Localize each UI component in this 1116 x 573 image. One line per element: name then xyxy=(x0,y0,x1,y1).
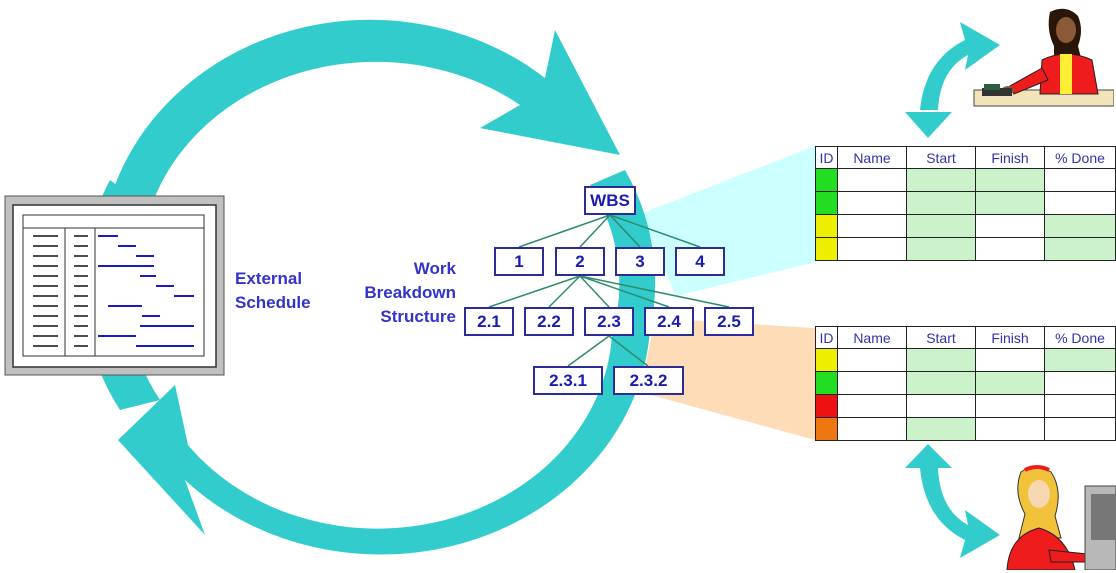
col-start-header: Start xyxy=(906,146,976,169)
col-done-header: % Done xyxy=(1044,146,1116,169)
external-schedule-line1: External xyxy=(235,269,303,288)
wbs-node-2-5: 2.5 xyxy=(704,307,754,336)
status-cell xyxy=(815,394,838,418)
status-cell xyxy=(815,191,838,215)
col-done-header: % Done xyxy=(1044,326,1116,349)
wbs-node-2-3-2: 2.3.2 xyxy=(613,366,684,395)
col-id-header: ID xyxy=(815,326,838,349)
name-cell xyxy=(837,394,907,418)
bottom-table-row xyxy=(815,348,1116,372)
status-cell xyxy=(815,168,838,192)
name-cell xyxy=(837,214,907,238)
top-table-header-row: ID Name Start Finish % Done xyxy=(815,146,1116,169)
bottom-double-arrow-icon xyxy=(905,444,1000,558)
col-id-header: ID xyxy=(815,146,838,169)
done-cell xyxy=(1044,237,1116,261)
start-cell xyxy=(906,394,976,418)
done-cell xyxy=(1044,168,1116,192)
top-table-row xyxy=(815,191,1116,215)
start-cell xyxy=(906,371,976,395)
wbs-node-2-3: 2.3 xyxy=(584,307,634,336)
bottom-table-body xyxy=(815,348,1116,441)
col-name-header: Name xyxy=(837,326,907,349)
bottom-table-header-row: ID Name Start Finish % Done xyxy=(815,326,1116,349)
finish-cell xyxy=(975,214,1045,238)
start-cell xyxy=(906,348,976,372)
bottom-table-row xyxy=(815,394,1116,418)
status-cell xyxy=(815,371,838,395)
wbs-node-1: 1 xyxy=(494,247,544,276)
wbs-label-line2: Breakdown xyxy=(364,283,456,302)
bottom-table-wedge xyxy=(640,318,815,440)
external-schedule-label: External Schedule xyxy=(235,267,311,315)
top-task-table: ID Name Start Finish % Done xyxy=(815,146,1116,261)
wbs-connectors xyxy=(488,214,730,367)
start-cell xyxy=(906,191,976,215)
finish-cell xyxy=(975,417,1045,441)
cycle-arc-upper xyxy=(115,19,620,211)
wbs-root-node: WBS xyxy=(584,186,636,215)
finish-cell xyxy=(975,191,1045,215)
done-cell xyxy=(1044,371,1116,395)
start-cell xyxy=(906,168,976,192)
top-table-row xyxy=(815,168,1116,192)
top-table-row xyxy=(815,237,1116,261)
bottom-table-row xyxy=(815,417,1116,441)
wbs-label: Work Breakdown Structure xyxy=(364,257,456,329)
name-cell xyxy=(837,191,907,215)
name-cell xyxy=(837,237,907,261)
wbs-node-2-4: 2.4 xyxy=(644,307,694,336)
wbs-node-2-1: 2.1 xyxy=(464,307,514,336)
start-cell xyxy=(906,214,976,238)
wbs-node-3: 3 xyxy=(615,247,665,276)
done-cell xyxy=(1044,214,1116,238)
top-double-arrow-icon xyxy=(905,22,1000,138)
woman-at-computer-icon xyxy=(1006,465,1116,570)
wbs-node-2-2: 2.2 xyxy=(524,307,574,336)
done-cell xyxy=(1044,191,1116,215)
status-cell xyxy=(815,237,838,261)
wbs-node-2: 2 xyxy=(555,247,605,276)
cycle-arc-lower xyxy=(118,330,650,555)
col-name-header: Name xyxy=(837,146,907,169)
status-cell xyxy=(815,214,838,238)
col-start-header: Start xyxy=(906,326,976,349)
start-cell xyxy=(906,237,976,261)
external-schedule-line2: Schedule xyxy=(235,293,311,312)
bottom-task-table: ID Name Start Finish % Done xyxy=(815,326,1116,441)
wbs-node-2-3-1: 2.3.1 xyxy=(533,366,603,395)
woman-at-desk-icon xyxy=(973,8,1114,107)
name-cell xyxy=(837,168,907,192)
finish-cell xyxy=(975,394,1045,418)
col-finish-header: Finish xyxy=(975,146,1045,169)
wbs-label-line1: Work xyxy=(413,259,456,278)
top-table-body xyxy=(815,168,1116,261)
top-table-wedge xyxy=(640,146,815,296)
done-cell xyxy=(1044,394,1116,418)
col-finish-header: Finish xyxy=(975,326,1045,349)
done-cell xyxy=(1044,417,1116,441)
finish-cell xyxy=(975,168,1045,192)
finish-cell xyxy=(975,348,1045,372)
status-cell xyxy=(815,417,838,441)
name-cell xyxy=(837,348,907,372)
top-table-row xyxy=(815,214,1116,238)
wbs-label-line3: Structure xyxy=(380,307,456,326)
bottom-table-row xyxy=(815,371,1116,395)
done-cell xyxy=(1044,348,1116,372)
name-cell xyxy=(837,371,907,395)
gantt-window-icon xyxy=(4,195,225,376)
finish-cell xyxy=(975,237,1045,261)
status-cell xyxy=(815,348,838,372)
finish-cell xyxy=(975,371,1045,395)
wbs-node-4: 4 xyxy=(675,247,725,276)
start-cell xyxy=(906,417,976,441)
name-cell xyxy=(837,417,907,441)
